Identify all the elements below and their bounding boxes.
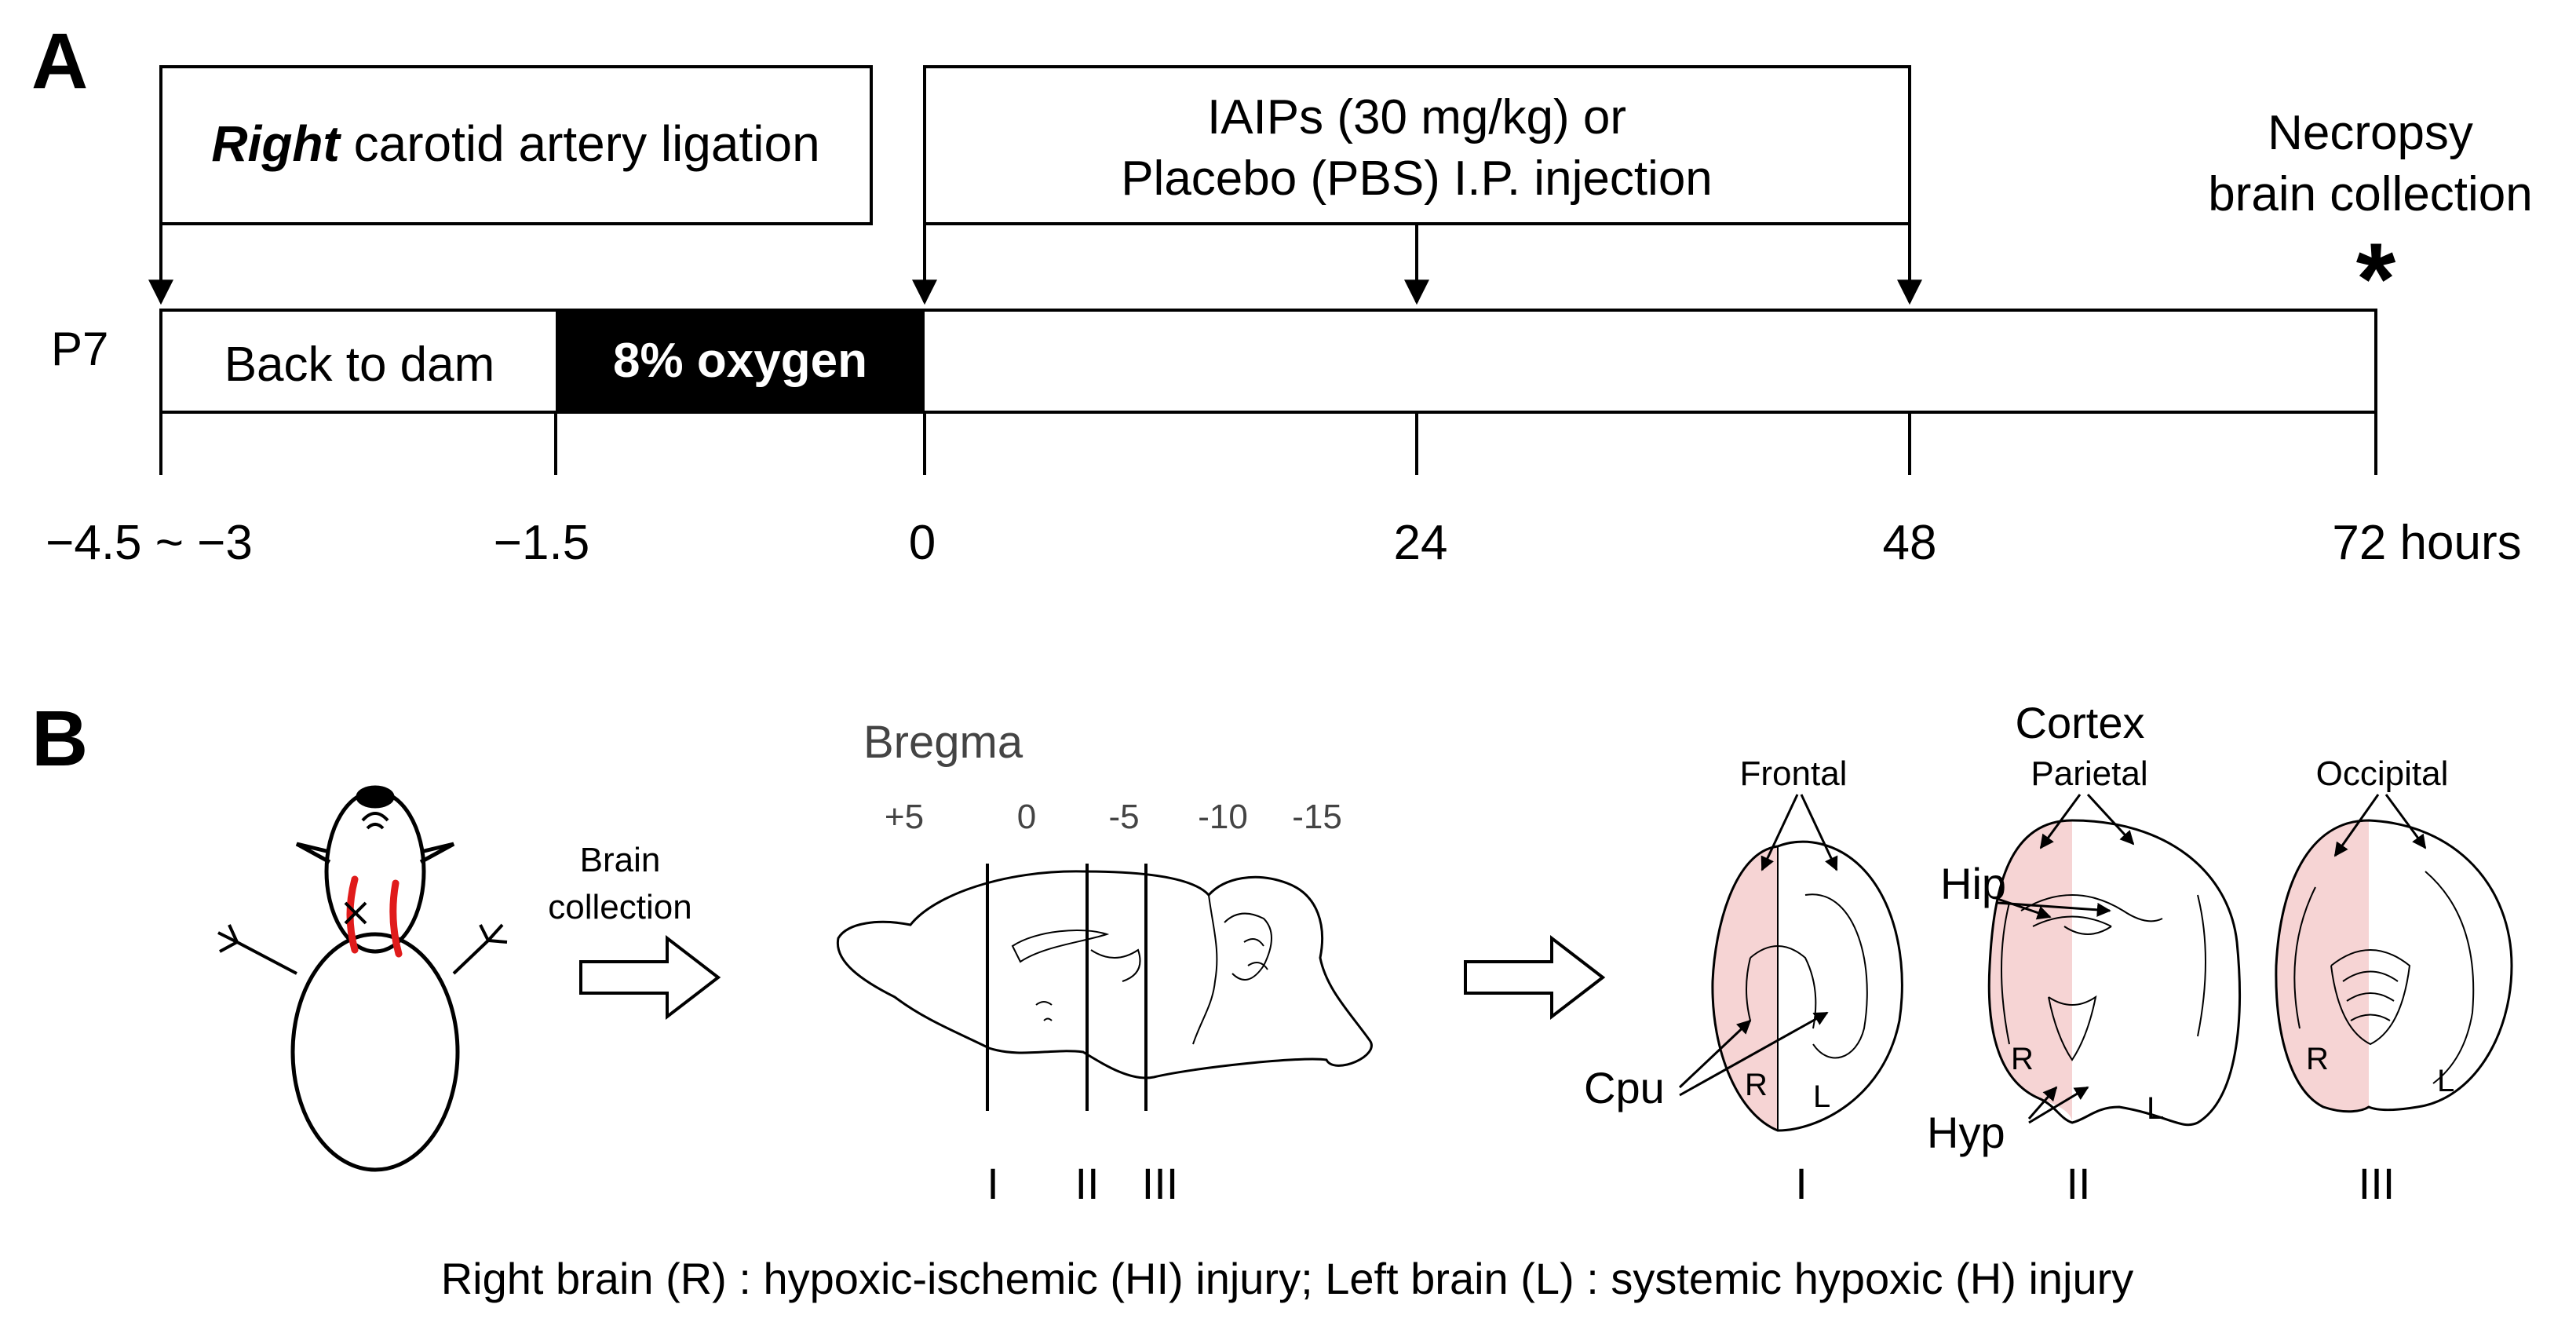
coronal-3-right-hemisphere-shade — [2275, 820, 2369, 1112]
tick-label-5: 48 — [1883, 516, 1937, 570]
parietal-arrow-r — [2039, 794, 2082, 849]
coronal-3-r-label: R — [2306, 1042, 2329, 1076]
coronal-3-l-label: L — [2437, 1064, 2454, 1098]
coronal-1-right-hemisphere-shade — [1712, 846, 1778, 1131]
tick-label-6: 72 hours — [2332, 516, 2521, 570]
occipital-label: Occipital — [2316, 754, 2449, 793]
coronal-label-1: I — [1795, 1159, 1808, 1208]
coronal-1-l-label: L — [1813, 1079, 1830, 1114]
rat-arm-right — [452, 923, 508, 975]
oxygen-label: 8% oxygen — [613, 334, 867, 388]
timeline-bar — [159, 309, 2377, 414]
cpu-arrow-l — [1679, 1011, 1829, 1097]
tick-label-1: −4.5 ~ −3 — [46, 516, 253, 570]
hip-arrow-r — [1997, 897, 2052, 920]
occipital-arrow-r — [2333, 794, 2380, 857]
brain-collection-arrow — [579, 934, 721, 1021]
brain-collection-line1: Brain — [580, 841, 661, 879]
rat-pup-drawing — [217, 785, 508, 1172]
hyp-label: Hyp — [1927, 1108, 2005, 1157]
parietal-arrow-l — [2086, 793, 2135, 846]
coronal-2-l-label: L — [2147, 1091, 2164, 1126]
injection-line2: Placebo (PBS) I.P. injection — [1121, 152, 1713, 206]
panel-b-label: B — [31, 695, 88, 783]
bregma-value-4: -10 — [1198, 798, 1248, 836]
panel-a-label: A — [31, 17, 88, 105]
coronal-label-3: III — [2359, 1159, 2395, 1208]
rat-eyes — [361, 812, 389, 830]
bregma-value-5: -15 — [1292, 798, 1342, 836]
hyp-arrow-l — [2028, 1086, 2089, 1124]
bregma-value-1: +5 — [885, 798, 924, 836]
cpu-label: Cpu — [1584, 1063, 1665, 1112]
ligation-rest: carotid artery ligation — [340, 115, 820, 172]
coronal-1-r-label: R — [1745, 1068, 1768, 1102]
tick-label-3: 0 — [909, 516, 936, 570]
ligation-bold: Right — [211, 115, 341, 172]
back-to-dam-label: Back to dam — [224, 338, 495, 392]
rat-body — [290, 932, 460, 1172]
hyp-arrow-r — [2027, 1086, 2058, 1120]
bregma-title: Bregma — [863, 717, 1023, 768]
section-label-2: II — [1075, 1159, 1099, 1208]
rat-ear-left — [295, 842, 331, 864]
oxygen-segment — [556, 310, 925, 412]
frontal-label: Frontal — [1740, 754, 1848, 793]
brain-collection-line2: collection — [548, 888, 691, 926]
cpu-arrow-r — [1678, 1019, 1752, 1089]
coronal-section-3 — [2275, 819, 2513, 1113]
occipital-arrow-l — [2384, 794, 2427, 849]
tick-label-2: −1.5 — [494, 516, 589, 570]
figure-caption: Right brain (R) : hypoxic-ischemic (HI) … — [441, 1254, 2134, 1303]
frontal-arrow-r — [1761, 794, 1799, 871]
necropsy-line1: Necropsy — [2268, 106, 2473, 160]
ligation-box — [159, 65, 873, 225]
cortex-title: Cortex — [2016, 698, 2145, 747]
coronal-section-1 — [1711, 840, 1903, 1132]
parietal-label: Parietal — [2031, 754, 2147, 793]
rat-head — [324, 789, 426, 954]
section-label-3: III — [1142, 1159, 1179, 1208]
coronal-section-2 — [1987, 819, 2241, 1127]
necropsy-line2: brain collection — [2208, 167, 2533, 221]
coronal-label-2: II — [2066, 1159, 2090, 1208]
hip-label: Hip — [1940, 859, 2006, 908]
section-label-1: I — [987, 1159, 999, 1208]
coronal-2-right-hemisphere-shade — [1989, 820, 2072, 1123]
sectioning-arrow — [1464, 934, 1606, 1021]
bregma-value-2: 0 — [1017, 798, 1036, 836]
ligature-cross — [344, 901, 367, 925]
hip-arrow-l — [1997, 901, 2111, 917]
age-label: P7 — [51, 323, 108, 375]
rat-ear-right — [419, 842, 455, 864]
rat-nose — [356, 785, 395, 809]
coronal-2-r-label: R — [2011, 1042, 2034, 1076]
bregma-value-3: -5 — [1108, 798, 1139, 836]
carotid-ligation-marks — [346, 875, 403, 958]
tick-label-4: 24 — [1394, 516, 1448, 570]
injection-line1: IAIPs (30 mg/kg) or — [1207, 90, 1626, 144]
ligation-text: Right carotid artery ligation — [211, 115, 819, 172]
frontal-arrow-l — [1800, 794, 1838, 871]
sagittal-brain-drawing — [836, 870, 1373, 1079]
rat-arm-left — [217, 924, 297, 975]
